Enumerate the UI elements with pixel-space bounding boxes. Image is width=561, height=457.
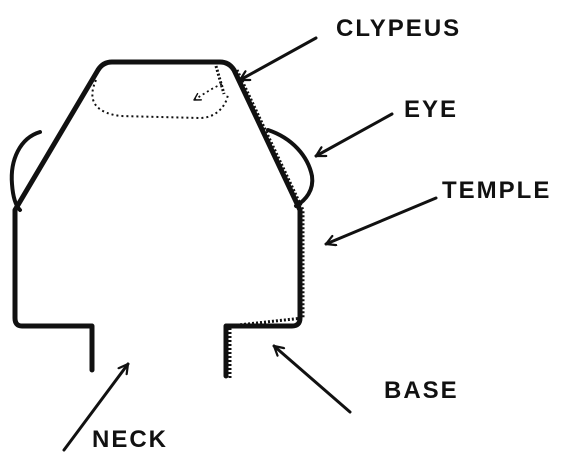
- clypeus-inner-arrow: [194, 84, 222, 100]
- label-clypeus: CLYPEUS: [336, 15, 461, 42]
- label-eye: EYE: [404, 96, 458, 123]
- hatched-edge-clypeus-side: [216, 66, 224, 94]
- clypeus-dotted-line: [92, 80, 228, 118]
- label-temple: TEMPLE: [442, 177, 551, 204]
- arrow-eye: [316, 114, 392, 156]
- arrow-base: [274, 346, 350, 412]
- label-neck: NECK: [92, 426, 168, 453]
- arrow-temple: [326, 198, 436, 244]
- arrow-clypeus: [240, 38, 316, 80]
- label-base: BASE: [384, 377, 459, 404]
- head-outline: [15, 62, 300, 376]
